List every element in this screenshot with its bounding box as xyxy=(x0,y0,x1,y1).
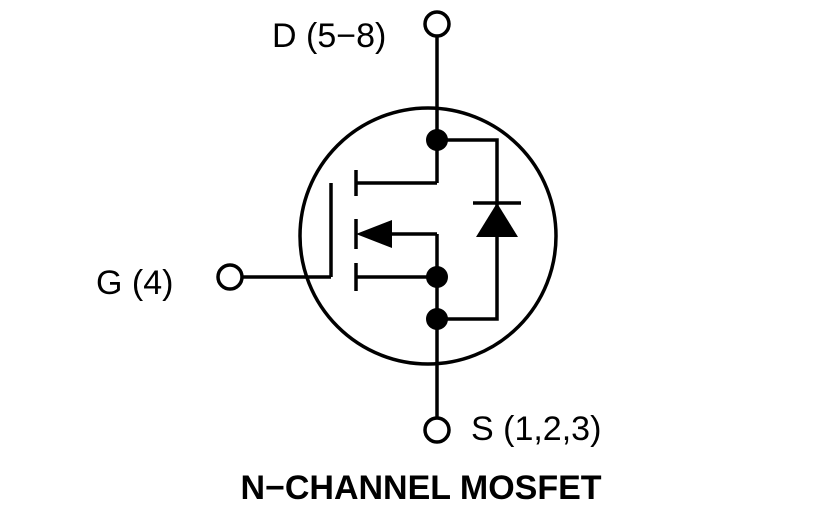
source-terminal xyxy=(423,416,451,444)
device-body-circle xyxy=(298,106,558,366)
body-arrow xyxy=(356,220,392,248)
gate-label: G (4) xyxy=(96,264,173,302)
junction-dot-drain xyxy=(426,129,448,151)
source-label: S (1,2,3) xyxy=(471,410,601,448)
junction-dot-diode xyxy=(426,308,448,330)
diagram-title: N−CHANNEL MOSFET xyxy=(240,469,601,507)
drain-terminal xyxy=(423,10,451,38)
junction-dot-source xyxy=(426,266,448,288)
diode-triangle xyxy=(476,203,518,237)
gate-terminal xyxy=(216,263,244,291)
drain-label: D (5−8) xyxy=(272,17,386,55)
